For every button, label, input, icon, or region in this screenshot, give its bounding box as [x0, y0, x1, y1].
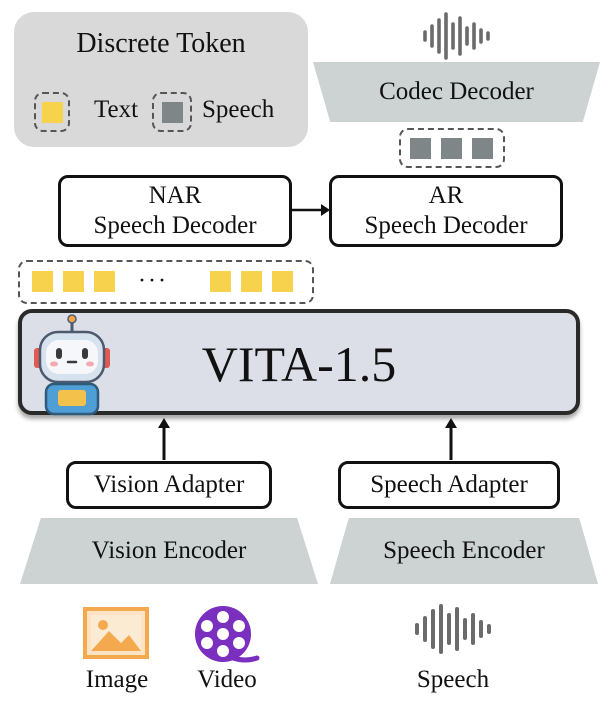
ar-decoder-line1: AR	[428, 182, 464, 209]
text-token	[32, 271, 53, 292]
speech-token	[441, 138, 462, 159]
legend-speech-label: Speech	[202, 96, 275, 123]
text-token	[210, 271, 231, 292]
legend-speech-token-box	[152, 92, 192, 132]
vision-adapter: Vision Adapter	[66, 461, 272, 509]
legend-title: Discrete Token	[76, 28, 246, 59]
speech-token	[410, 138, 431, 159]
ar-decoder-line2: Speech Decoder	[364, 212, 528, 239]
speech-encoder-block: Speech Encoder	[330, 518, 598, 584]
legend-text-token-box	[34, 92, 70, 132]
codec-decoder-block: Codec Decoder	[313, 62, 600, 122]
nar-speech-decoder: NAR Speech Decoder	[58, 175, 292, 247]
image-label: Image	[85, 666, 149, 693]
text-token	[272, 271, 293, 292]
text-token	[94, 271, 115, 292]
vision-up-arrow	[158, 418, 170, 460]
image-icon	[83, 607, 149, 659]
robot-icon	[34, 314, 110, 416]
speech-up-arrow	[445, 418, 457, 460]
text-token	[63, 271, 84, 292]
legend-panel: Discrete Token Text Speech	[14, 12, 308, 147]
video-reel-icon	[195, 606, 260, 663]
vision-encoder-block: Vision Encoder	[20, 518, 318, 584]
speech-token-group	[399, 128, 505, 168]
nar-decoder-line1: NAR	[148, 182, 202, 209]
nar-to-ar-arrow	[292, 204, 330, 216]
text-token	[241, 271, 262, 292]
waveform-icon	[415, 604, 491, 654]
vision-encoder-label: Vision Encoder	[91, 537, 247, 564]
waveform-icon	[423, 12, 490, 60]
speech-adapter: Speech Adapter	[338, 461, 560, 509]
video-label: Video	[197, 666, 257, 693]
speech-token	[472, 138, 493, 159]
speech-encoder-label: Speech Encoder	[383, 537, 545, 564]
vision-adapter-label: Vision Adapter	[93, 471, 245, 498]
speech-input-label: Speech	[416, 666, 490, 693]
legend-text-label: Text	[94, 96, 139, 123]
speech-adapter-label: Speech Adapter	[370, 471, 528, 498]
ar-speech-decoder: AR Speech Decoder	[329, 175, 563, 247]
token-ellipsis: ···	[138, 268, 168, 294]
nar-decoder-line2: Speech Decoder	[93, 212, 257, 239]
speech-token-swatch	[162, 102, 183, 123]
main-model-block: VITA-1.5	[18, 309, 580, 415]
codec-decoder-label: Codec Decoder	[379, 78, 534, 105]
text-token-swatch	[42, 102, 63, 123]
main-model-label: VITA-1.5	[201, 336, 397, 392]
text-token-group: ···	[18, 260, 314, 304]
